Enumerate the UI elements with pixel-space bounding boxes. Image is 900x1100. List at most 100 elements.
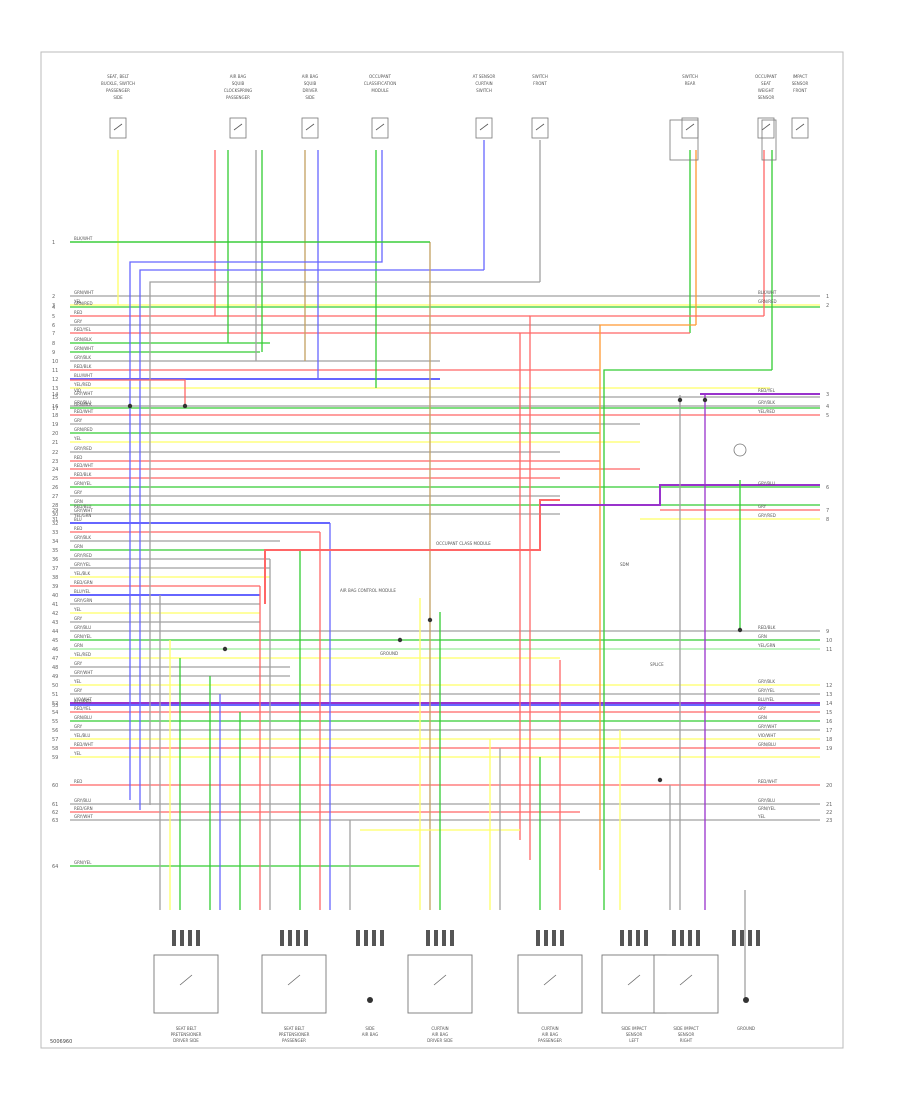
switch-symbol xyxy=(305,123,315,131)
connector-pin-number: 11 xyxy=(52,368,58,374)
bottom-component-label: AIR BAG xyxy=(362,1032,378,1037)
connector-pin xyxy=(628,930,632,946)
splice-dot xyxy=(127,403,133,409)
bottom-component-label: LEFT xyxy=(629,1038,639,1043)
connector-pin-number: 5 xyxy=(52,314,55,320)
top-component-label: WEIGHT xyxy=(758,88,775,93)
connector-pin-number: 58 xyxy=(52,746,58,752)
middle-label: GROUND xyxy=(380,651,398,656)
splice-dot xyxy=(397,637,403,643)
loop-wire xyxy=(529,315,764,860)
connector-pin-number: 26 xyxy=(52,485,58,491)
connector-pin xyxy=(756,930,760,946)
connector-pin-number: 9 xyxy=(826,629,829,635)
bus-wire-label: GRN/RED xyxy=(74,301,93,306)
connector-pin-number: 9 xyxy=(52,350,55,356)
connector-pin xyxy=(748,930,752,946)
connector-pin xyxy=(680,930,684,946)
connector-pin-number: 2 xyxy=(52,294,55,300)
bus-wire-label: VIO/WHT xyxy=(74,697,92,702)
right-wire-label: GRN/YEL xyxy=(758,806,776,811)
bus-wire-label: GRY/WHT xyxy=(74,391,93,396)
bottom-component-box xyxy=(407,954,473,1014)
ground-symbol xyxy=(743,997,749,1003)
connector-pin xyxy=(434,930,438,946)
bus-wire-label: GRY/RED xyxy=(74,553,92,558)
loop-wire xyxy=(149,281,540,805)
bus-wire-label: GRY/WHT xyxy=(74,508,93,513)
connector-pin-number: 53 xyxy=(52,703,58,709)
right-wire-label: GRY xyxy=(758,706,767,711)
connector-pin-number: 14 xyxy=(826,701,832,707)
connector-pin-number: 42 xyxy=(52,611,58,617)
bus-wire-label: RED/WHT xyxy=(74,742,94,747)
top-component-label: IMPACT xyxy=(793,74,808,79)
connector-pin xyxy=(280,930,284,946)
bus-wire-label: GRN/RED xyxy=(74,427,93,432)
right-wire-label: BLK/WHT xyxy=(758,290,777,295)
bus-wire-label: GRN/YEL xyxy=(74,860,92,865)
bottom-component-box xyxy=(653,954,719,1014)
bus-wire-label: GRN xyxy=(74,643,83,648)
middle-label: AIR BAG CONTROL MODULE xyxy=(340,588,396,593)
connector-pin xyxy=(740,930,744,946)
connector-pin xyxy=(364,930,368,946)
connector-pin-number: 4 xyxy=(826,404,829,410)
bus-wire-label: GRY xyxy=(74,688,83,693)
connector-pin xyxy=(536,930,540,946)
connector-pin-number: 17 xyxy=(52,406,58,412)
splice-dot xyxy=(737,627,743,633)
bus-wire-label: GRY/BLU xyxy=(74,798,91,803)
bus-wire-label: VIO xyxy=(74,388,81,393)
connector-pin xyxy=(380,930,384,946)
bus-wire-label: GRY xyxy=(74,616,83,621)
splice-dot xyxy=(657,777,663,783)
connector-pin-number: 1 xyxy=(826,294,829,300)
connector-pin-number: 57 xyxy=(52,737,58,743)
connector-pin-number: 19 xyxy=(826,746,832,752)
loop-wire xyxy=(70,379,186,406)
bus-wire-label: YEL/BLK xyxy=(73,571,91,576)
top-component-box xyxy=(301,117,319,139)
bus-wire-label: GRN/YEL xyxy=(74,634,92,639)
squib-symbol xyxy=(433,974,447,986)
connector-pin-number: 1 xyxy=(52,240,55,246)
right-wire-label: GRY/BLU xyxy=(758,798,775,803)
right-wire-label: YEL/RED xyxy=(757,409,775,414)
connector-pin-number: 49 xyxy=(52,674,58,680)
connector-pin-number: 61 xyxy=(52,802,58,808)
connector-pin xyxy=(552,930,556,946)
connector-pin-number: 27 xyxy=(52,494,58,500)
bus-wire-label: BLU/RED xyxy=(74,699,91,704)
squib-symbol xyxy=(287,974,301,986)
top-component-label: SQUIB xyxy=(304,81,317,86)
connector-pin-number: 12 xyxy=(52,377,58,383)
bottom-component-label: DRIVER SIDE xyxy=(427,1038,453,1043)
bottom-component-label: CURTAIN xyxy=(431,1026,448,1031)
top-component-label: SEAT xyxy=(761,81,771,86)
connector-pin-number: 55 xyxy=(52,719,58,725)
connector-pin-number: 37 xyxy=(52,566,58,572)
bus-wire-label: GRY/BLU xyxy=(74,625,91,630)
bus-wire-label: YEL/RED xyxy=(73,652,91,657)
bus-wire-label: RED/BLK xyxy=(74,472,92,477)
splice-dot xyxy=(677,397,683,403)
bus-wire-label: GRN/YEL xyxy=(74,481,92,486)
bus-wire-label: RED/GRN xyxy=(74,580,93,585)
bus-wire-label: GRN/WHT xyxy=(74,290,94,295)
switch-symbol xyxy=(795,123,805,131)
bus-wire-label: RED/WHT xyxy=(74,463,94,468)
bus-wire-label: GRY/YEL xyxy=(74,562,91,567)
loop-wire xyxy=(129,242,383,800)
connector-pin-number: 19 xyxy=(52,422,58,428)
bus-wire-label: YEL xyxy=(73,299,82,304)
bus-wire-label: GRY xyxy=(74,418,83,423)
top-component-label: CLOCKSPRING xyxy=(224,88,252,93)
connector-pin-number: 46 xyxy=(52,647,58,653)
